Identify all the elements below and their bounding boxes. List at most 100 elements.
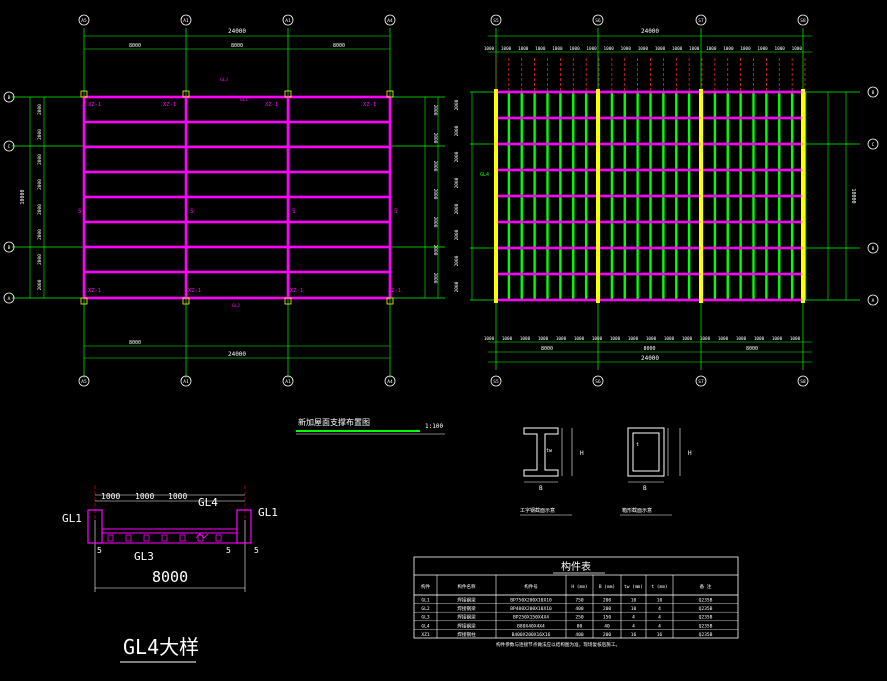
plan-b-dim-top-seg: 1000 xyxy=(518,46,529,52)
table-cell: 4 xyxy=(632,623,635,629)
axis-bubble xyxy=(592,375,604,387)
column-marker xyxy=(699,89,703,303)
table-cell: 400 xyxy=(575,632,584,638)
detail-dim-3: 1000 xyxy=(168,492,187,501)
box-section-caption: 箱形截面示意 xyxy=(622,507,652,514)
plan-a-dim-left-seg: 2000 xyxy=(37,254,43,265)
axis-bubble-top: A1 xyxy=(282,14,294,26)
plan-a-dim-left-seg: 2000 xyxy=(37,204,43,215)
axis-bubble-label: A5 xyxy=(81,18,87,24)
plan-a-side-mark: 5 xyxy=(78,208,82,215)
table-cell: 焊接钢柱 xyxy=(457,631,476,638)
axis-bubble-bottom: S5 xyxy=(490,375,502,387)
plan-b-dim-bottom-seg: 1000 xyxy=(502,336,513,342)
beam-horizontal xyxy=(84,145,390,149)
table-cell: BP250X150X4X4 xyxy=(513,615,549,621)
axis-bubble-label: A xyxy=(8,296,11,302)
plan-a-dim-right-seg: 2000 xyxy=(432,245,438,256)
detail-span: 8000 xyxy=(152,568,188,586)
table-cell: 80 xyxy=(577,623,583,629)
plan-b-dim-top-seg: 1000 xyxy=(484,46,495,52)
axis-bubble-left: C xyxy=(3,140,15,152)
table-header: H (mm) xyxy=(571,584,587,590)
table-cell: 200 xyxy=(603,598,612,604)
detail-mark-5b: 5 xyxy=(226,546,231,555)
table-header: 备 注 xyxy=(700,583,712,590)
plan-a-dim-right-seg: 2000 xyxy=(432,133,438,144)
plan-a-xz-bottom: XZ-1 xyxy=(188,288,201,294)
beam-horizontal xyxy=(84,296,390,300)
detail-purlin-notch xyxy=(161,534,168,542)
i-section-b: B xyxy=(539,485,543,492)
beam-horizontal xyxy=(496,116,803,120)
detail-mark-5c: 5 xyxy=(254,546,259,555)
plan-a-dim-bay: 8000 xyxy=(129,43,141,49)
beam-horizontal xyxy=(84,245,390,249)
table-cell: 10 xyxy=(631,598,637,604)
axis-bubble-top: A1 xyxy=(180,14,192,26)
plan-a-dim-bottom-total: 24000 xyxy=(228,351,246,358)
axis-bubble-bottom: A1 xyxy=(282,375,294,387)
plan-b-dim-left-seg: 2000 xyxy=(454,203,460,214)
beam-horizontal xyxy=(496,168,803,172)
axis-bubble-left: A xyxy=(3,292,15,304)
table-cell: 焊接钢梁 xyxy=(457,597,476,604)
box-section-sketch: H t B 箱形截面示意 xyxy=(620,427,692,516)
plan-b-dim-left-seg: 2000 xyxy=(454,151,460,162)
plan-a-side-mark: 5 xyxy=(394,208,398,215)
detail-purlin-notch xyxy=(107,534,114,542)
detail-gl1-left xyxy=(87,509,103,544)
axis-bubble-right: A xyxy=(867,294,879,306)
axis-bubble xyxy=(490,375,502,387)
axis-bubble-label: A1 xyxy=(285,18,291,24)
table-cell: 16 xyxy=(657,632,663,638)
column-marker xyxy=(182,297,190,305)
plan-b-dim-top-seg: 1000 xyxy=(706,46,717,52)
table-cell: Q235B xyxy=(699,615,713,621)
axis-bubble-right: B xyxy=(867,86,879,98)
table-cell: 200 xyxy=(603,606,612,612)
plan-a-dim-total: 24000 xyxy=(228,28,246,35)
plan-b-dim-top-seg: 1000 xyxy=(672,46,683,52)
plan-a-xz-bottom: XZ-1 xyxy=(388,288,401,294)
detail-gl3-label: GL3 xyxy=(134,550,154,563)
table-cell: 16 xyxy=(631,632,637,638)
plan-a-xz-top: XZ-1 xyxy=(163,102,176,108)
plan-scale: 1:100 xyxy=(425,423,443,430)
axis-bubble-label: B xyxy=(872,90,875,96)
plan-b-dim-bottom-seg: 1000 xyxy=(556,336,567,342)
plan-title: 新加屋面支撑布置图 xyxy=(298,417,370,427)
plan-b-dim-top-seg: 1000 xyxy=(689,46,700,52)
table-cell: XZ1 xyxy=(421,632,430,638)
plan-a-xz-top: XZ-1 xyxy=(363,102,376,108)
plan-a-gl-label: GL2 xyxy=(232,303,240,309)
plan-b-dim-bottom-seg: 1000 xyxy=(484,336,495,342)
plan-a-dim-left-total: 10000 xyxy=(20,189,26,204)
axis-bubble-label: S5 xyxy=(493,379,499,385)
axis-bubble-label: B xyxy=(8,95,11,101)
i-section-outline xyxy=(523,427,559,477)
plan-b-dim-bottom-seg: 1000 xyxy=(574,336,585,342)
table-cell: GL3 xyxy=(421,615,430,621)
table-cell: 40 xyxy=(604,623,610,629)
axis-bubble xyxy=(180,14,192,26)
table-header: tw (mm) xyxy=(624,584,643,590)
column-marker xyxy=(80,297,88,305)
axis-bubble-label: B xyxy=(8,245,11,251)
plan-b-dim-bottom-seg: 1000 xyxy=(736,336,747,342)
axis-bubble xyxy=(3,140,15,152)
plan-a-dim-right-seg: 2000 xyxy=(432,189,438,200)
plan-a-xz-bottom: XZ-1 xyxy=(290,288,303,294)
axis-bubble xyxy=(3,91,15,103)
detail-dim-1: 1000 xyxy=(101,492,120,501)
beam-vertical xyxy=(388,97,392,298)
plan-b-dim-bottom-seg: 1000 xyxy=(520,336,531,342)
axis-bubble-top: A4 xyxy=(384,14,396,26)
plan-b-dim-bottom-seg: 1000 xyxy=(646,336,657,342)
axis-bubble-top: A5 xyxy=(78,14,90,26)
plan-b-dim-left-seg: 2000 xyxy=(454,229,460,240)
column-marker xyxy=(386,297,394,305)
beam-horizontal xyxy=(84,270,390,274)
plan-b-gl4-label: GL4 xyxy=(480,172,489,178)
axis-bubble xyxy=(867,294,879,306)
